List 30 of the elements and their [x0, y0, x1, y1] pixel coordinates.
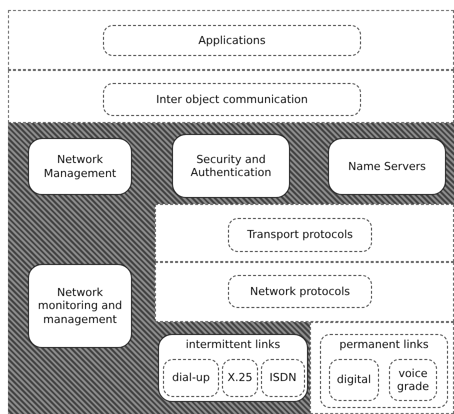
- layer-box: [103, 83, 361, 116]
- layer-box: [228, 275, 372, 308]
- box-label: digital: [336, 373, 372, 387]
- layer-box: [228, 218, 372, 252]
- layer-box: [103, 25, 361, 56]
- box-label: intermittent links: [186, 338, 280, 352]
- box-label: Network Management: [42, 153, 118, 180]
- box-label: ISDN: [270, 371, 296, 385]
- layer-box: [261, 359, 305, 397]
- layer-box: [320, 334, 448, 408]
- layer-box: [329, 359, 379, 401]
- layer-box: [222, 359, 258, 397]
- layer-box: [172, 134, 290, 198]
- layer-box: [328, 138, 446, 195]
- box-label: Applications: [198, 34, 266, 48]
- box-label: permanent links: [339, 338, 429, 352]
- layer-box: [28, 138, 132, 195]
- box-label: X.25: [227, 371, 253, 385]
- box-label: voice grade: [396, 366, 430, 394]
- box-label: dial-up: [172, 371, 210, 385]
- box-label: Transport protocols: [247, 228, 353, 242]
- box-label: Network protocols: [250, 284, 350, 298]
- box-label: Network monitoring and management: [36, 286, 124, 326]
- layer-box: [163, 359, 219, 397]
- box-label: Security and Authentication: [190, 152, 272, 180]
- layer-box: [158, 334, 308, 402]
- box-label: Inter object communication: [156, 92, 308, 106]
- box-label: Name Servers: [348, 160, 426, 174]
- layer-box: [389, 359, 437, 401]
- layer-box: [28, 264, 132, 348]
